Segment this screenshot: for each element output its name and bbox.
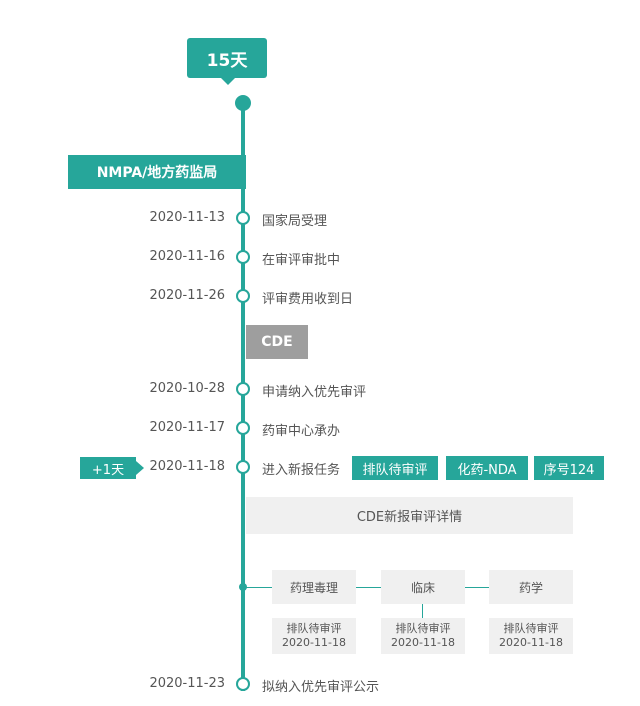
branch-pharmacology: 药理毒理 xyxy=(272,570,356,604)
timeline-node xyxy=(236,382,250,396)
event-label: 在审评审批中 xyxy=(262,253,341,268)
section-cde-title: CDE xyxy=(261,334,293,350)
branch-date: 2020-11-18 xyxy=(391,636,455,649)
branch-dot xyxy=(239,583,247,591)
branch-status: 排队待审评 xyxy=(286,622,342,635)
drug-type-tag-label: 化药-NDA xyxy=(457,462,517,478)
section-cde-header: CDE xyxy=(246,325,308,359)
timeline-node xyxy=(236,211,250,225)
timeline-node xyxy=(236,250,250,264)
branch-connector xyxy=(422,604,423,618)
sequence-tag: 序号124 xyxy=(534,456,604,480)
branch-date: 2020-11-18 xyxy=(282,636,346,649)
timeline-node xyxy=(236,460,250,474)
event-label: 拟纳入优先审评公示 xyxy=(262,680,380,695)
cde-review-detail-panel: CDE新报审评详情 xyxy=(246,497,573,534)
section-nmpa-title: NMPA/地方药监局 xyxy=(96,165,218,181)
event-date: 2020-11-13 xyxy=(149,210,225,225)
event-date: 2020-11-23 xyxy=(149,676,225,691)
branch-status-pharmacy: 排队待审评 2020-11-18 xyxy=(489,618,573,654)
days-label: 15天 xyxy=(206,50,248,71)
section-nmpa-header: NMPA/地方药监局 xyxy=(68,155,246,189)
event-label: 申请纳入优先审评 xyxy=(262,385,367,400)
extra-days-label: +1天 xyxy=(91,462,125,478)
event-date: 2020-10-28 xyxy=(149,381,225,396)
event-label: 进入新报任务 xyxy=(262,463,341,478)
branch-clinical: 临床 xyxy=(381,570,465,604)
timeline-node xyxy=(236,677,250,691)
drug-type-tag: 化药-NDA xyxy=(446,456,528,480)
sequence-tag-label: 序号124 xyxy=(543,462,595,478)
branch-name: 药理毒理 xyxy=(289,580,338,595)
event-label: 国家局受理 xyxy=(262,214,328,229)
branch-name: 临床 xyxy=(410,580,435,595)
branch-date: 2020-11-18 xyxy=(499,636,563,649)
status-tag: 排队待审评 xyxy=(352,456,438,480)
branch-status: 排队待审评 xyxy=(503,622,559,635)
event-date: 2020-11-26 xyxy=(149,288,225,303)
timeline-start-dot xyxy=(235,95,251,111)
timeline-node xyxy=(236,289,250,303)
event-label: 评审费用收到日 xyxy=(262,292,354,307)
cde-review-detail-title: CDE新报审评详情 xyxy=(356,510,463,525)
branch-name: 药学 xyxy=(518,580,543,595)
event-date: 2020-11-18 xyxy=(149,459,225,474)
extra-days-badge: +1天 xyxy=(80,457,136,479)
branch-status: 排队待审评 xyxy=(395,622,451,635)
event-date: 2020-11-16 xyxy=(149,249,225,264)
extra-days-arrow xyxy=(136,461,144,475)
event-label: 药审中心承办 xyxy=(262,424,341,439)
status-tag-label: 排队待审评 xyxy=(362,462,428,478)
branch-pharmacy: 药学 xyxy=(489,570,573,604)
timeline-node xyxy=(236,421,250,435)
days-badge-arrow xyxy=(220,77,236,85)
branch-status-clinical: 排队待审评 2020-11-18 xyxy=(381,618,465,654)
branch-status-pharmacology: 排队待审评 2020-11-18 xyxy=(272,618,356,654)
event-date: 2020-11-17 xyxy=(149,420,225,435)
timeline-line xyxy=(241,101,245,691)
days-badge: 15天 xyxy=(187,38,267,78)
